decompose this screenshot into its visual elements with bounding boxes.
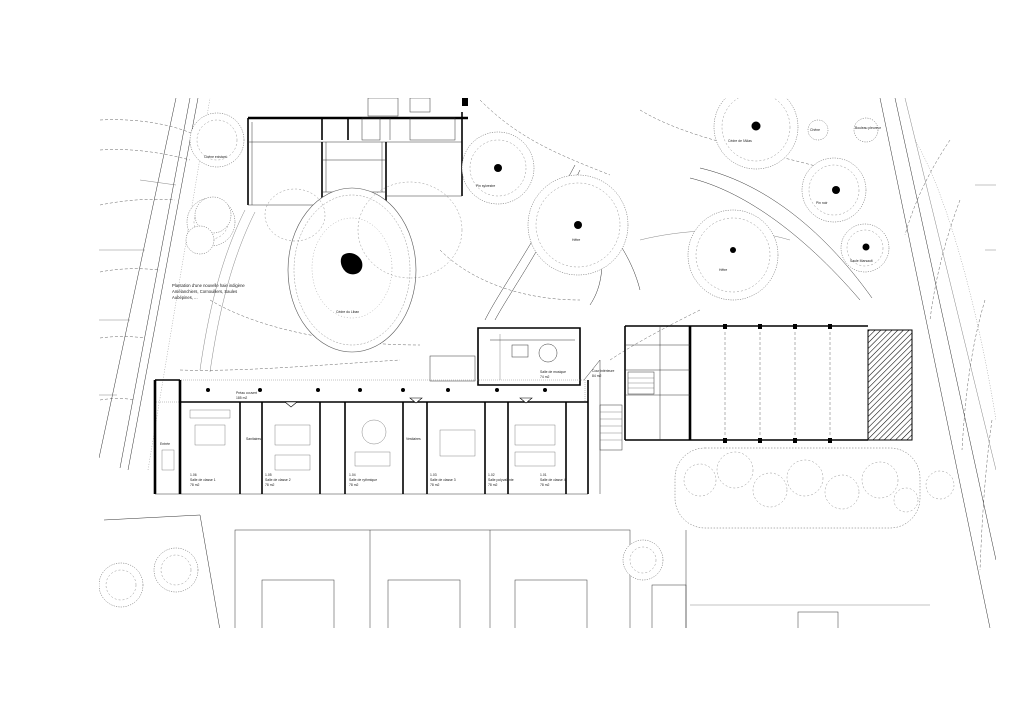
music-pavilion: Salle de musique 74 m2	[429, 327, 581, 386]
room-4-code: 1.03	[430, 473, 437, 477]
tree-cedre-atlas: Cèdre de l'Atlas	[713, 98, 799, 170]
entree-label: Entrée	[160, 442, 170, 446]
left-road	[99, 98, 211, 471]
room-3-area: 78 m2	[349, 483, 359, 487]
corridor-columns	[206, 388, 547, 392]
tree-label: Hêtre	[572, 238, 580, 242]
tree-saule-marsault: Saule Marsault	[840, 223, 890, 273]
room-5-name: Salle polyvalente	[488, 478, 514, 482]
shrubs	[99, 196, 664, 608]
hedge-note: Plantation d'une nouvelle haie indigène …	[172, 283, 245, 300]
tree-hetre-center: Hêtre	[527, 174, 629, 276]
tree-label: Pin sylvestre	[476, 184, 495, 188]
room-2-area: 78 m2	[265, 483, 275, 487]
room-labels: 1.06 Salle de classe 1 78 m2 1.05 Salle …	[160, 391, 566, 487]
tree-cedre-liban-label: Cèdre du Liban	[336, 310, 359, 314]
room-1-code: 1.06	[190, 473, 197, 477]
tree-label: Pin noir	[816, 201, 828, 205]
room-5-area: 78 m2	[488, 483, 498, 487]
salle-musique-area: 74 m2	[540, 375, 550, 379]
room-5-code: 1.02	[488, 473, 495, 477]
tree-bouleau: Bouleau pleureur	[853, 117, 882, 143]
tree-label: Hêtre	[719, 268, 727, 272]
tree-chene-small: Chêne	[807, 119, 829, 141]
hedge-note-line3: Aubépines, ...	[172, 295, 198, 300]
tree-label: Bouleau pleureur	[855, 126, 882, 130]
cour-label: Cour intérieure	[592, 369, 615, 373]
room-3-name: Salle de rythmique	[349, 478, 377, 482]
room-1-area: 78 m2	[190, 483, 200, 487]
room-4-name: Salle de classe 3	[430, 478, 456, 482]
tree-label: Chêne existant	[204, 155, 227, 159]
tree-label: Cèdre de l'Atlas	[728, 139, 752, 143]
right-road	[879, 98, 996, 628]
room-1-name: Salle de classe 1	[190, 478, 216, 482]
tree-label: Saule Marsault	[850, 259, 873, 263]
bottom-parcels	[103, 514, 930, 628]
gym-bays	[723, 324, 832, 443]
hedge-note-line2: Amélanchiers, Cornouillers, Saules	[172, 289, 237, 294]
tree-pin-sylvestre: Pin sylvestre	[461, 131, 535, 205]
room-6-name: Salle de classe 4	[540, 478, 566, 482]
room-4-area: 78 m2	[430, 483, 440, 487]
preau-label: Préau couvert	[236, 391, 257, 395]
cedar-canopy	[264, 181, 463, 353]
tree-label: Chêne	[810, 128, 820, 132]
tree-chene-existant: Chêne existant	[189, 112, 245, 168]
terrain-contours	[99, 99, 993, 571]
room-2-name: Salle de classe 2	[265, 478, 291, 482]
tree-label: Cèdre du Liban	[336, 310, 359, 314]
classroom-wing: 1.06 Salle de classe 1 78 m2 1.05 Salle …	[153, 359, 601, 495]
sanitaires-label: Sanitaires	[246, 437, 261, 441]
hedge-note-line1: Plantation d'une nouvelle haie indigène	[172, 283, 245, 288]
new-hedge	[674, 447, 955, 529]
tree-pin-noir: Pin noir	[801, 157, 867, 223]
gymnasium: Cour intérieure 84 m2	[592, 324, 913, 451]
preau-area: 185 m2	[236, 396, 247, 400]
room-3-code: 1.04	[349, 473, 356, 477]
room-6-area: 78 m2	[540, 483, 550, 487]
cour-area: 84 m2	[592, 374, 602, 378]
salle-musique-label: Salle de musique	[540, 370, 566, 374]
vestiaire-label: Vestiaires	[406, 437, 421, 441]
room-6-code: 1.01	[540, 473, 547, 477]
tree-hetre-right: Hêtre	[687, 209, 779, 301]
room-2-code: 1.05	[265, 473, 272, 477]
furniture	[161, 409, 556, 471]
